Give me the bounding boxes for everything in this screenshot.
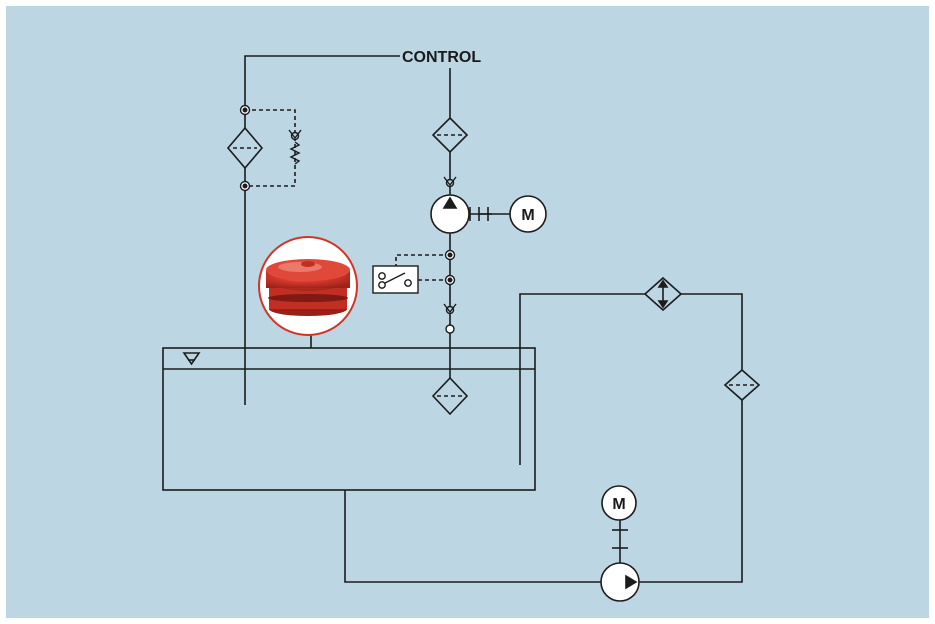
filter-diamond-icon	[431, 376, 469, 416]
motor-label-bottom: M	[612, 496, 625, 513]
gauge-port-icon	[444, 249, 456, 261]
bypass-pilot-line	[245, 109, 296, 187]
motor-icon: M	[601, 485, 637, 521]
heat-exchanger-icon	[643, 276, 683, 312]
gauge-port-icon	[239, 104, 251, 116]
level-triangle-icon	[182, 352, 201, 366]
return-line	[244, 55, 400, 405]
check-valve-icon	[443, 303, 457, 334]
pump-icon	[600, 562, 640, 602]
filter-diamond-icon	[431, 116, 469, 154]
check-valve-icon	[288, 129, 302, 165]
cooling-suction-line	[344, 490, 602, 583]
check-valve-icon	[443, 176, 457, 188]
pressure-switch-pilot-upper	[395, 254, 450, 266]
filter-diamond-icon	[226, 126, 264, 170]
diagram-background	[6, 6, 929, 618]
circuit-lines	[162, 55, 743, 583]
control-label: CONTROL	[402, 49, 481, 66]
pump-icon	[430, 194, 470, 234]
cooling-supply-line	[678, 293, 743, 370]
breather-cap-photo	[258, 236, 358, 336]
motor-icon: M	[509, 195, 547, 233]
filter-diamond-icon	[723, 368, 761, 402]
cooling-return-line	[519, 293, 648, 465]
gauge-port-icon	[444, 274, 456, 286]
reservoir-tank	[162, 347, 536, 491]
gauge-port-icon	[239, 180, 251, 192]
motor-label-top: M	[521, 207, 534, 224]
pressure-switch-icon	[372, 265, 419, 294]
cooling-filter-outlet	[637, 400, 743, 583]
